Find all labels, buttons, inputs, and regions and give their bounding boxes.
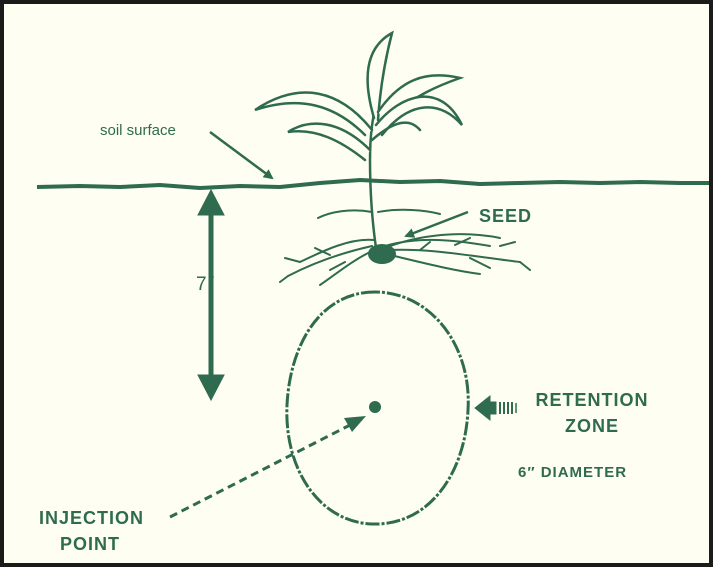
- retention-arrow: [475, 396, 516, 420]
- soil-surface-arrow: [210, 132, 272, 178]
- retention-zone-label-line1: RETENTION: [522, 390, 662, 411]
- plant: [255, 33, 462, 248]
- retention-zone-label-line2: ZONE: [522, 416, 662, 437]
- seed: [368, 244, 396, 264]
- depth-label: 7″: [196, 274, 215, 296]
- injection-point-label-line2: POINT: [60, 534, 120, 555]
- diameter-label: 6″ DIAMETER: [518, 464, 627, 481]
- injection-point-dot: [369, 401, 381, 413]
- injection-arrowhead: [344, 416, 366, 432]
- soil-surface-label: soil surface: [100, 122, 176, 139]
- seed-label: SEED: [479, 206, 532, 227]
- soil-surface-line: [37, 180, 709, 188]
- injection-point-label-line1: INJECTION: [39, 508, 144, 529]
- seed-arrow: [406, 212, 468, 236]
- injection-arrow: [170, 424, 352, 517]
